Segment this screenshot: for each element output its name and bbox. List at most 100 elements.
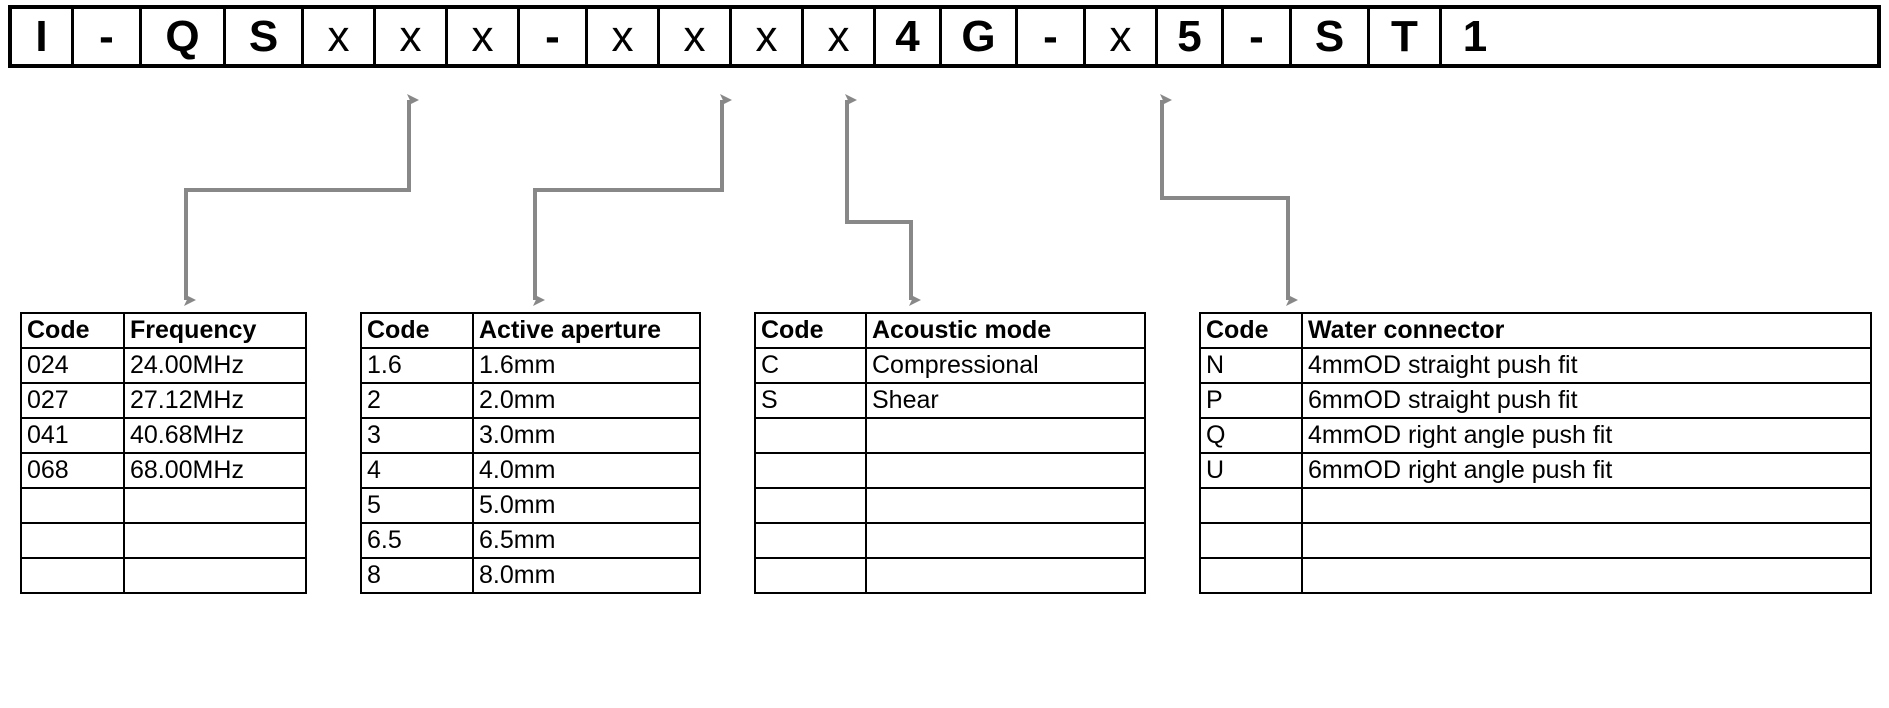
spacer-cell — [305, 488, 362, 523]
column-header-active-aperture-value: Active aperture — [472, 312, 701, 349]
cell-frequency-code: 027 — [20, 382, 125, 419]
spacer-cell — [699, 313, 756, 348]
cell-active-aperture-code: 8 — [360, 557, 474, 594]
cell-frequency-code — [20, 487, 125, 524]
connector-active-aperture — [533, 94, 732, 306]
spacer-cell — [305, 313, 362, 348]
cell-water-connector-value: 4mmOD straight push fit — [1301, 347, 1872, 384]
cell-active-aperture-value: 3.0mm — [472, 417, 701, 454]
cell-acoustic-mode-code — [754, 522, 867, 559]
cell-water-connector-value — [1301, 487, 1872, 524]
code-char-18: S — [1292, 9, 1370, 64]
column-header-frequency-value: Frequency — [123, 312, 307, 349]
cell-acoustic-mode-value — [865, 452, 1146, 489]
cell-frequency-value — [123, 522, 307, 559]
spacer-cell — [1144, 313, 1201, 348]
cell-water-connector-value: 6mmOD right angle push fit — [1301, 452, 1872, 489]
spacer-cell — [1144, 348, 1201, 383]
code-char-1: - — [74, 9, 142, 64]
spacer-cell — [305, 523, 362, 558]
connector-arrows — [184, 94, 1298, 306]
cell-frequency-code: 041 — [20, 417, 125, 454]
code-char-2: Q — [142, 9, 226, 64]
cell-frequency-value — [123, 557, 307, 594]
cell-water-connector-code: Q — [1199, 417, 1303, 454]
cell-acoustic-mode-code: S — [754, 382, 867, 419]
spacer-cell — [305, 418, 362, 453]
code-char-16: 5 — [1158, 9, 1224, 64]
cell-active-aperture-code: 2 — [360, 382, 474, 419]
column-header-water-connector-value: Water connector — [1301, 312, 1872, 349]
column-header-acoustic-mode-value: Acoustic mode — [865, 312, 1146, 349]
spacer-cell — [699, 348, 756, 383]
code-char-5: x — [376, 9, 448, 64]
cell-water-connector-value — [1301, 557, 1872, 594]
cell-frequency-code: 068 — [20, 452, 125, 489]
cell-acoustic-mode-value — [865, 417, 1146, 454]
cell-active-aperture-value: 1.6mm — [472, 347, 701, 384]
cell-frequency-code — [20, 522, 125, 559]
cell-active-aperture-value: 5.0mm — [472, 487, 701, 524]
cell-water-connector-code — [1199, 522, 1303, 559]
cell-active-aperture-code: 6.5 — [360, 522, 474, 559]
spacer-cell — [699, 418, 756, 453]
cell-frequency-value: 27.12MHz — [123, 382, 307, 419]
spacer-cell — [1144, 383, 1201, 418]
cell-water-connector-code — [1199, 487, 1303, 524]
cell-frequency-code: 024 — [20, 347, 125, 384]
cell-water-connector-value: 4mmOD right angle push fit — [1301, 417, 1872, 454]
connector-frequency — [184, 94, 419, 306]
code-char-20: 1 — [1462, 11, 1488, 61]
cell-active-aperture-code: 4 — [360, 452, 474, 489]
cell-active-aperture-value: 4.0mm — [472, 452, 701, 489]
cell-frequency-code — [20, 557, 125, 594]
connector-acoustic-mode — [845, 94, 921, 306]
code-char-10: x — [732, 9, 804, 64]
spacer-cell — [1144, 488, 1201, 523]
cell-frequency-value: 40.68MHz — [123, 417, 307, 454]
code-char-14: - — [1018, 9, 1086, 64]
code-char-12: 4 — [876, 9, 942, 64]
spacer-cell — [699, 523, 756, 558]
code-char-11: x — [804, 9, 876, 64]
cell-acoustic-mode-value: Shear — [865, 382, 1146, 419]
spacer-cell — [1144, 558, 1201, 593]
cell-water-connector-code — [1199, 557, 1303, 594]
spacer-cell — [699, 383, 756, 418]
cell-water-connector-value — [1301, 522, 1872, 559]
cell-water-connector-value: 6mmOD straight push fit — [1301, 382, 1872, 419]
code-char-17: - — [1224, 9, 1292, 64]
spacer-cell — [699, 558, 756, 593]
code-char-8: x — [588, 9, 660, 64]
cell-water-connector-code: U — [1199, 452, 1303, 489]
cell-active-aperture-value: 6.5mm — [472, 522, 701, 559]
code-char-7: - — [520, 9, 588, 64]
code-char-0: I — [12, 9, 74, 64]
code-char-9: x — [660, 9, 732, 64]
spacer-cell — [305, 558, 362, 593]
cell-acoustic-mode-value — [865, 522, 1146, 559]
cell-active-aperture-value: 2.0mm — [472, 382, 701, 419]
cell-active-aperture-code: 5 — [360, 487, 474, 524]
spacer-cell — [305, 453, 362, 488]
cell-acoustic-mode-value: Compressional — [865, 347, 1146, 384]
spacer-cell — [699, 488, 756, 523]
code-char-13: G — [942, 9, 1018, 64]
cell-frequency-value: 68.00MHz — [123, 452, 307, 489]
spacer-cell — [305, 348, 362, 383]
column-header-water-connector-code: Code — [1199, 312, 1303, 349]
connector-water-connector — [1160, 94, 1298, 306]
cell-acoustic-mode-code — [754, 487, 867, 524]
cell-acoustic-mode-code — [754, 557, 867, 594]
spacer-cell — [1144, 523, 1201, 558]
column-header-frequency-code: Code — [20, 312, 125, 349]
code-char-19: T — [1370, 9, 1442, 64]
